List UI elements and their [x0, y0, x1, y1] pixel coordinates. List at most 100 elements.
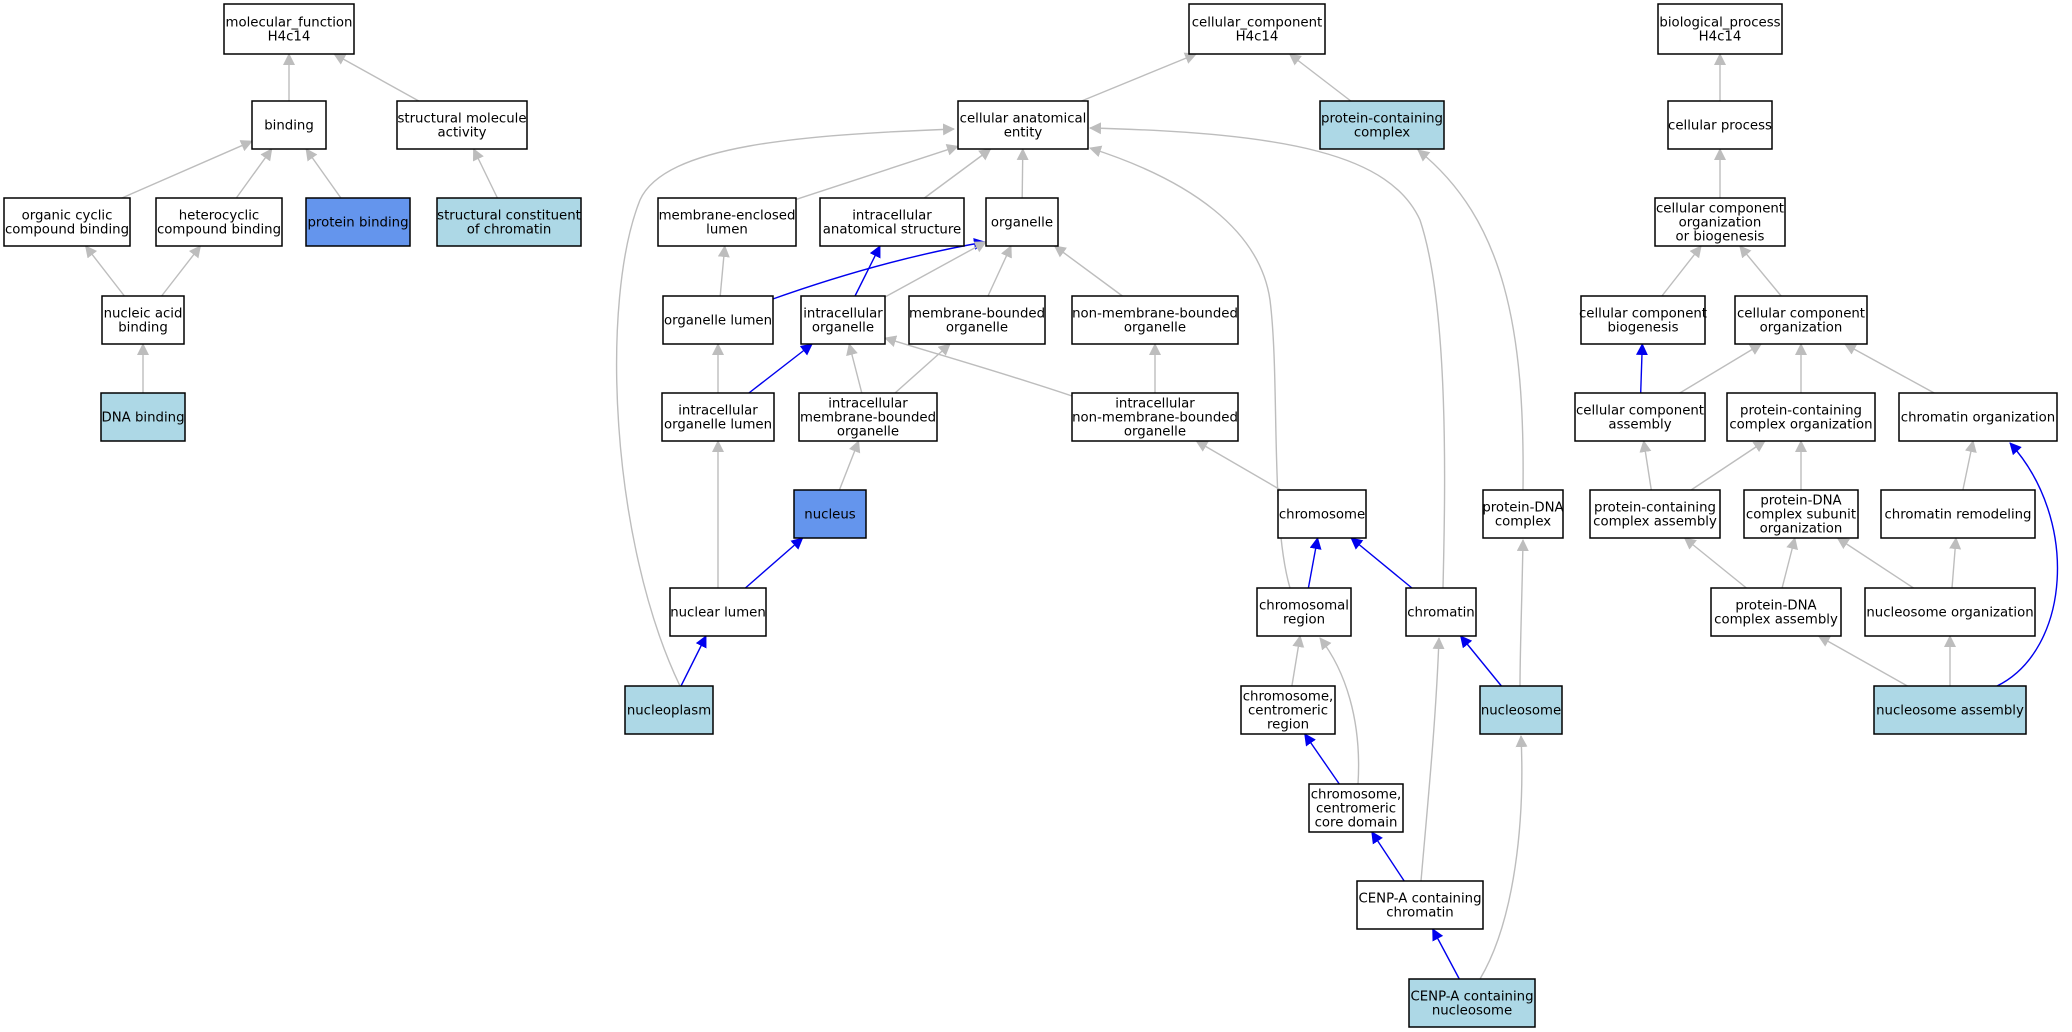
node-label: complex organization [1729, 418, 1872, 433]
node-label: nucleosome [1481, 704, 1561, 719]
node-nucleoplasm[interactable]: nucleoplasm [624, 685, 714, 735]
node-cellular-process[interactable]: cellular process [1667, 100, 1773, 150]
node-label: structural molecule [397, 112, 526, 127]
node-box [657, 197, 797, 247]
edge-intracellular_organelle_lumen-to-intracellular_organelle [748, 343, 813, 394]
node-label: nuclear lumen [670, 606, 766, 621]
edge-organelle_lumen-to-membrane_enclosed_lumen [717, 245, 730, 297]
node-chromatin-remodeling[interactable]: chromatin remodeling [1880, 489, 2036, 539]
edge-chromosome_centromeric_region-to-chromosomal_region [1291, 635, 1305, 687]
edge-protein_dna_complex_assembly-to-protein_containing_complex_assembly [1683, 537, 1747, 589]
edge-line [1690, 440, 1766, 491]
edge-line [795, 144, 959, 201]
node-box [1873, 685, 2027, 735]
node-label: compound binding [5, 223, 129, 238]
node-label: organelle lumen [664, 314, 772, 329]
node-label: cellular component [1737, 307, 1865, 322]
edge-chromosomal_region-to-chromosome [1307, 537, 1322, 589]
node-chromatin[interactable]: chromatin [1405, 587, 1477, 637]
node-box [1308, 783, 1404, 833]
node-label: chromosome, [1243, 690, 1334, 705]
node-label: organization [1760, 522, 1843, 537]
edge-line [1417, 149, 1524, 491]
edge-line [1639, 440, 1652, 491]
edge-protein_containing_complex-to-cellular_component [1288, 53, 1352, 102]
node-label: of chromatin [467, 223, 552, 238]
node-box [1726, 392, 1876, 442]
node-box [1071, 295, 1239, 345]
node-label: heterocyclic [179, 209, 260, 224]
node-label: cellular component [1656, 202, 1784, 217]
node-box [1880, 489, 2036, 539]
node-chromatin-organization[interactable]: chromatin organization [1898, 392, 2058, 442]
node-organelle-lumen[interactable]: organelle lumen [662, 295, 774, 345]
edge-line [1371, 831, 1405, 882]
node-nucleosome[interactable]: nucleosome [1479, 685, 1563, 735]
node-dna-binding[interactable]: DNA binding [100, 392, 186, 442]
node-label: chromatin organization [1901, 411, 2055, 426]
edge-protein_containing_complex_assembly-to-protein_containing_complex_organization [1690, 440, 1766, 491]
node-nucleosome-organization[interactable]: nucleosome organization [1864, 587, 2036, 637]
edge-nucleic_acid_binding-to-organic_cyclic_compound_binding [84, 245, 125, 297]
node-label: organelle lumen [664, 418, 772, 433]
node-label: membrane-bounded [909, 307, 1045, 322]
node-binding[interactable]: binding [251, 100, 327, 150]
node-nucleosome-assembly[interactable]: nucleosome assembly [1873, 685, 2027, 735]
node-label: membrane-enclosed [659, 209, 796, 224]
node-nucleus[interactable]: nucleus [793, 489, 867, 539]
node-box [1734, 295, 1868, 345]
edges-layer [84, 52, 2059, 980]
edge-line [1962, 440, 1977, 491]
node-label: cellular_component [1192, 16, 1323, 31]
node-label: intracellular [678, 404, 758, 419]
node-box [662, 295, 774, 345]
edge-cellular_component_organization-to-cellular_component_organization_or_biogenesis [1739, 245, 1782, 297]
edge-nucleosome-to-protein_dna_complex [1516, 539, 1529, 687]
node-intracellular-non-membrane-bounded-organelle[interactable]: intracellularnon-membrane-boundedorganel… [1071, 392, 1239, 442]
node-nuclear-lumen[interactable]: nuclear lumen [669, 587, 767, 637]
edge-nucleosome_assembly-to-protein_dna_complex_assembly [1817, 635, 1908, 687]
node-label: binding [118, 321, 168, 336]
node-label: binding [264, 119, 314, 134]
edge-line [1089, 145, 1291, 589]
node-chromosome[interactable]: chromosome [1277, 489, 1367, 539]
edge-organelle-to-cellular_anatomical_entity [1016, 148, 1029, 199]
node-label: organelle [837, 425, 899, 440]
node-label: organic cyclic [22, 209, 113, 224]
node-organelle[interactable]: organelle [985, 197, 1059, 247]
node-label: nucleic acid [104, 307, 183, 322]
node-box [1277, 489, 1367, 539]
node-protein-binding[interactable]: protein binding [305, 197, 411, 247]
